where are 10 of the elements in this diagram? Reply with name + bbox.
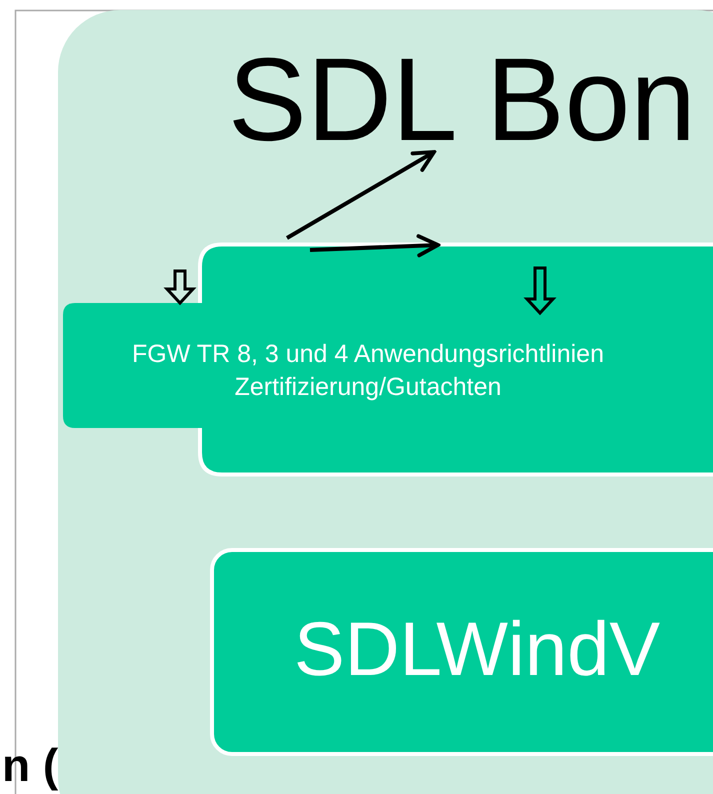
box-text: SDLWindV bbox=[294, 612, 660, 688]
heading-fragment: n ( bbox=[2, 742, 58, 788]
slide-title: SDL Bon bbox=[228, 48, 713, 152]
process-box bbox=[210, 548, 713, 756]
arrow bbox=[286, 150, 436, 240]
panel-background bbox=[58, 10, 713, 794]
arrow bbox=[310, 234, 440, 258]
box-text: FGW TR 8, 3 und 4 Anwendungsrichtlinien Zertifizierung/Gutachten bbox=[130, 339, 605, 403]
arrow bbox=[524, 266, 556, 316]
arrow bbox=[164, 270, 196, 306]
